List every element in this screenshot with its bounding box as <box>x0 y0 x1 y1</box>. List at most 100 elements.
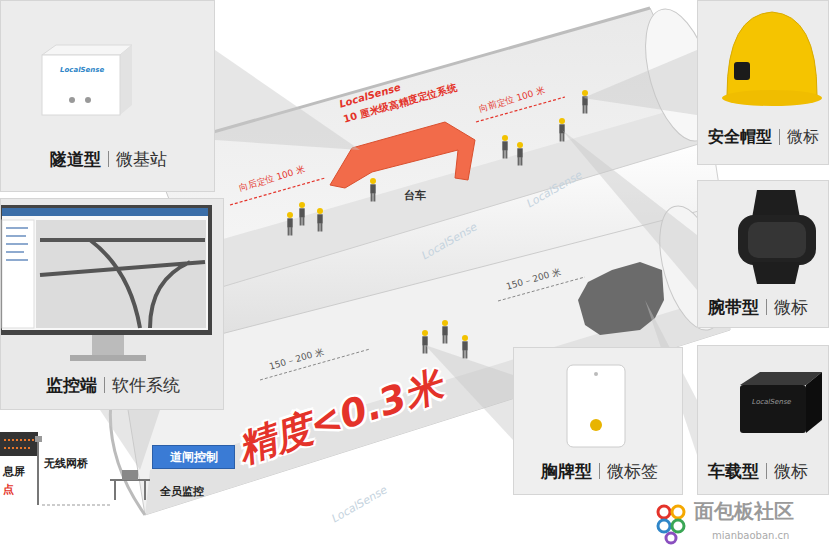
part-name: 息屏 <box>3 466 25 479</box>
worker-figure <box>442 320 448 344</box>
site-logo <box>672 520 684 532</box>
device-type: 胸牌型 <box>541 461 592 481</box>
vehicle-tag <box>806 372 822 433</box>
callout-wedge <box>583 50 697 115</box>
helmet-tag <box>734 62 750 80</box>
site-logo <box>672 506 684 518</box>
part-name: 全员监控 <box>160 486 204 499</box>
separator-bar <box>779 129 780 145</box>
monitor-screen <box>2 208 208 330</box>
watermark: mianbaoban.cn <box>712 530 789 542</box>
caption-row: 隧道型微基站 <box>50 149 167 169</box>
callout-wedge <box>562 130 697 290</box>
device-type: 车载型 <box>708 461 759 481</box>
helmet <box>727 12 817 95</box>
device-type: 道闸控制 <box>170 450 218 464</box>
part-name: 点 <box>3 484 14 497</box>
tunnel-crest <box>150 8 650 150</box>
worker-figure <box>559 118 565 142</box>
device-type: 腕带型 <box>708 297 759 317</box>
panel-ground <box>513 347 683 495</box>
device-category: 微标 <box>787 127 819 146</box>
monitor-stand <box>92 335 124 355</box>
part-name: 无线网桥 <box>44 458 88 471</box>
callout-panel: 安全帽型微标 <box>697 0 829 165</box>
worker-figure <box>370 178 376 202</box>
base-station-port <box>85 97 91 103</box>
panel-ground <box>697 0 829 165</box>
worker-figure <box>502 135 508 159</box>
site-logo <box>666 533 676 543</box>
bridge-antenna <box>35 436 42 442</box>
base-station-port <box>69 97 75 103</box>
vehicle-tag <box>740 385 806 433</box>
base-station <box>42 55 120 115</box>
wristband <box>738 215 816 265</box>
callout-wedge <box>100 410 160 470</box>
watermark: LocalSense <box>330 484 390 526</box>
trolley-arch <box>330 122 475 188</box>
caption-row: 胸牌型微标签 <box>541 461 658 481</box>
monitor-desk <box>110 480 150 500</box>
worker-figure <box>299 202 305 226</box>
worker-figure <box>422 330 428 354</box>
bridge-pole <box>37 440 39 505</box>
worker-figure <box>317 208 323 232</box>
panel-ground <box>697 180 829 328</box>
network-wire <box>42 505 110 506</box>
screen-map <box>36 220 206 328</box>
panel-ground <box>0 198 224 410</box>
worker-figure <box>287 212 293 236</box>
truck-silhouette <box>578 262 664 335</box>
helmet-brim <box>722 90 822 106</box>
device-logo: LocalSense <box>60 66 104 74</box>
badge-button <box>590 419 602 431</box>
panel-ground <box>0 0 215 192</box>
device-category: 微标 <box>774 461 808 481</box>
device-logo: LocalSense <box>752 398 791 406</box>
site-logo <box>658 520 670 532</box>
device-type: 安全帽型 <box>708 127 772 146</box>
monitor-base <box>70 355 146 361</box>
worker-figure <box>517 142 523 166</box>
panel-ground <box>697 345 829 495</box>
caption-row: 监控端软件系统 <box>46 375 180 395</box>
separator-bar <box>108 151 109 167</box>
callout-panel: 车载型微标 <box>697 345 829 495</box>
wristband <box>752 190 800 218</box>
screen-tree <box>2 220 34 328</box>
callout-panel: 胸牌型微标签 <box>513 347 683 495</box>
separator-bar <box>599 463 600 479</box>
screen-titlebar <box>2 208 208 216</box>
part-name: 台车 <box>404 190 426 203</box>
device-category: 微基站 <box>116 149 167 169</box>
control-box: 道闸控制 <box>152 445 235 469</box>
screen-tunnels <box>40 240 205 328</box>
base-station <box>120 45 132 115</box>
info-screen <box>0 432 38 456</box>
callout-panel: 腕带型微标 <box>697 180 829 328</box>
separator-bar <box>766 463 767 479</box>
wristband <box>752 262 800 284</box>
device-category: 微标签 <box>607 461 658 481</box>
device-category: 微标 <box>774 297 808 317</box>
wristband-face <box>748 222 806 258</box>
worker-figure <box>462 335 468 359</box>
site-logo <box>658 506 670 518</box>
caption-row: 道闸控制 <box>170 450 218 464</box>
device-type: 监控端 <box>46 375 97 395</box>
worker-figure <box>582 90 588 114</box>
callout-panel: 监控端软件系统 <box>0 198 224 410</box>
caption-row: 腕带型微标 <box>708 297 808 317</box>
base-station <box>42 45 132 55</box>
badge-hole <box>594 372 598 376</box>
separator-bar <box>104 377 105 393</box>
desk-monitor <box>122 470 138 480</box>
callout-panel: 隧道型微基站 <box>0 0 215 192</box>
monitor-bezel <box>0 205 212 335</box>
caption-row: 车载型微标 <box>708 461 808 481</box>
device-category: 软件系统 <box>112 375 180 395</box>
device-type: 隧道型 <box>50 149 101 169</box>
screen-tree-lines <box>6 228 28 260</box>
